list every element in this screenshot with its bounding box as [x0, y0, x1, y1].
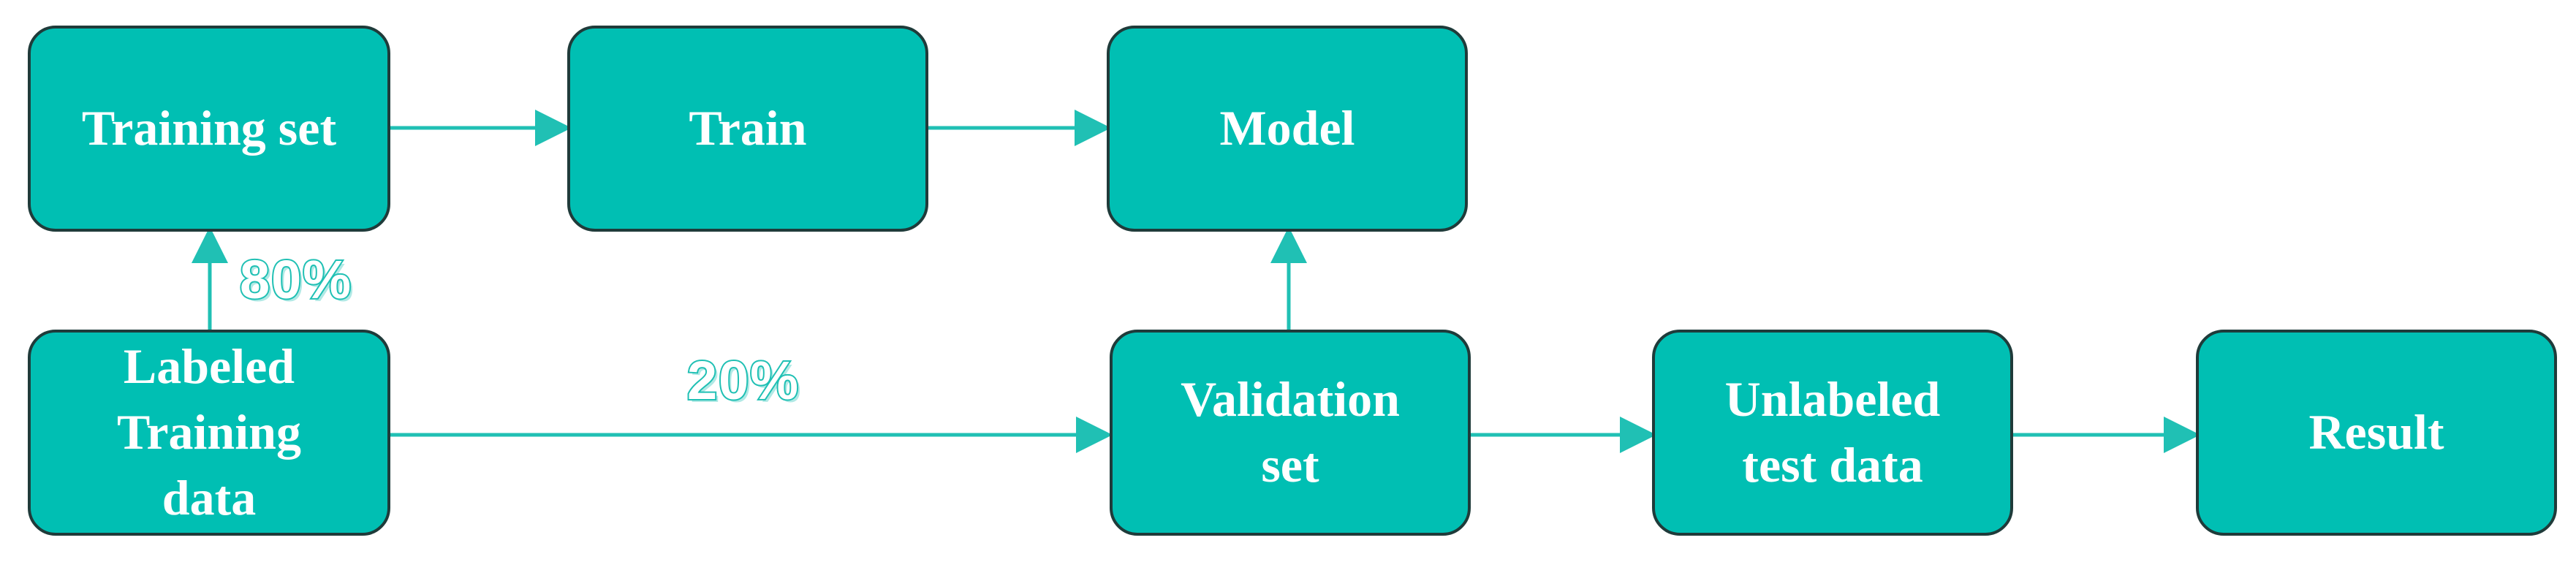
- node-unlabeled-test-data-label: Unlabeled test data: [1724, 371, 1941, 493]
- node-model: Model: [1107, 26, 1468, 232]
- node-train: Train: [567, 26, 928, 232]
- edge-label-20-percent: 20%: [686, 349, 800, 412]
- node-validation-set: Validation set: [1110, 330, 1471, 536]
- node-model-label: Model: [1219, 100, 1355, 156]
- node-training-set: Training set: [28, 26, 390, 232]
- node-result-label: Result: [2308, 404, 2444, 460]
- edge-label-80-percent: 80%: [238, 248, 353, 311]
- node-validation-set-label: Validation set: [1181, 371, 1400, 493]
- node-labeled-training-data-label: Labeled Training data: [117, 338, 301, 525]
- node-unlabeled-test-data: Unlabeled test data: [1652, 330, 2013, 536]
- node-training-set-label: Training set: [81, 100, 337, 156]
- node-train-label: Train: [689, 100, 807, 156]
- node-labeled-training-data: Labeled Training data: [28, 330, 390, 536]
- node-result: Result: [2196, 330, 2557, 536]
